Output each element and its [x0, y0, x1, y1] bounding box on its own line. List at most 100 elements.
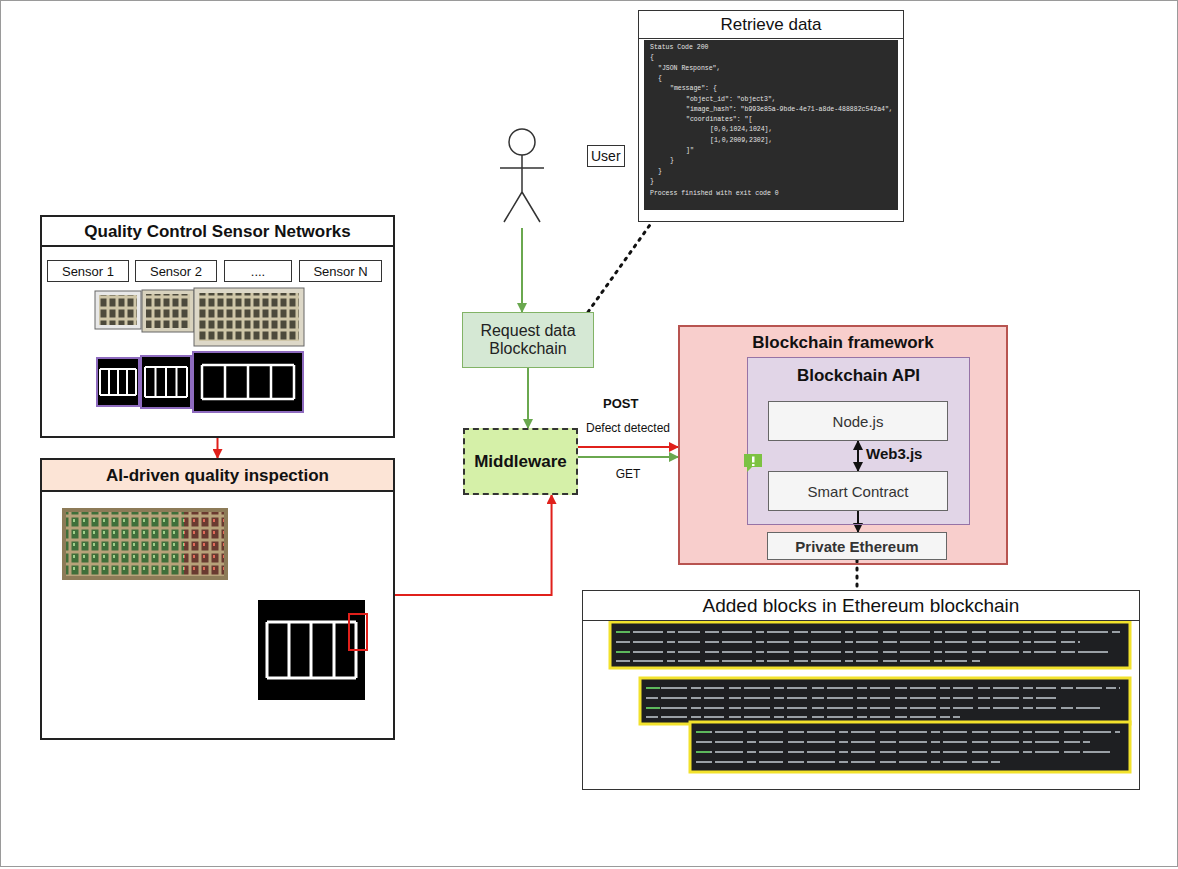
api-title: Blockchain API	[748, 358, 969, 386]
illustration-shape	[193, 352, 303, 412]
sensor-label: Sensor 2	[150, 264, 202, 279]
container-fill	[678, 325, 1008, 565]
code-panel	[644, 40, 898, 210]
illustration-shape	[616, 632, 1120, 661]
illustration-shape	[646, 688, 1120, 717]
illustration-shape	[509, 129, 535, 155]
sensor-box: Sensor 1	[47, 260, 129, 282]
ledger-box: Private Ethereum	[767, 532, 947, 560]
component-label: Smart Contract	[808, 483, 909, 500]
actor: User	[495, 128, 625, 228]
panel-box: Added blocks in Ethereum blockchain	[582, 590, 1140, 790]
code-line: ]"	[686, 147, 694, 155]
edge-label: Defect detected	[586, 421, 670, 435]
illustration-shape	[696, 732, 710, 752]
middleware-label: Middleware	[474, 452, 567, 472]
sensor-box: ....	[224, 260, 292, 282]
container-fills	[678, 325, 1008, 565]
illustration-shape	[146, 294, 190, 328]
illustration-shape	[616, 632, 630, 652]
code-line: [0,0,1024,1024],	[710, 126, 772, 134]
illustration-shape	[646, 688, 660, 708]
group-title: Quality Control Sensor Networks	[42, 217, 393, 247]
blockchain-log-screens	[610, 622, 1130, 772]
code-line: "object_id": "object3",	[686, 96, 776, 104]
code-line: }	[650, 178, 654, 186]
actor-label: User	[587, 145, 625, 167]
illustration-shape	[66, 512, 224, 576]
panel-title: Retrieve data	[639, 11, 903, 39]
stick-figure	[500, 129, 544, 222]
code-line: [1,0,2009,2302],	[710, 137, 772, 145]
code-line: "coordinates": "[	[686, 116, 752, 124]
inspection-images	[62, 508, 367, 700]
illustration-shape	[267, 622, 356, 678]
illustration-shape	[141, 356, 191, 408]
illustration-shape	[199, 293, 299, 341]
connector	[588, 222, 652, 312]
illustration-shape	[696, 732, 1120, 762]
illustration-shape	[145, 367, 187, 397]
code-line: {	[658, 75, 662, 83]
group-box: Quality Control Sensor NetworksSensor 1 S…	[40, 215, 395, 438]
ledger-label: Private Ethereum	[795, 538, 918, 555]
code-line: {	[650, 54, 654, 62]
code-line: }	[658, 168, 662, 176]
sensor-label: Sensor N	[313, 264, 367, 279]
connector	[521, 228, 523, 312]
illustration-shape	[184, 512, 224, 576]
pcb-photos	[95, 288, 304, 346]
sensor-label: Sensor 1	[62, 264, 114, 279]
framework-title: Blockchain framework	[680, 327, 1006, 353]
sensor-box: Sensor 2	[135, 260, 217, 282]
mask-images	[97, 352, 303, 412]
code-line: Status Code 200	[650, 44, 709, 52]
connector	[578, 446, 678, 448]
connector	[578, 456, 678, 458]
protocol-label: POST	[603, 396, 638, 411]
illustration-shape	[349, 614, 367, 650]
illustration-shape	[202, 365, 294, 399]
connectors	[218, 222, 859, 595]
process-box: Request data Blockchain	[462, 312, 594, 368]
container-fill	[747, 357, 970, 525]
illustration-shape	[99, 295, 137, 325]
illustration-shape	[97, 358, 139, 406]
edge-label: GET	[616, 467, 641, 481]
panel-title: Added blocks in Ethereum blockchain	[583, 591, 1139, 621]
group-title: AI-driven quality inspection	[42, 460, 393, 492]
illustration-shape	[610, 622, 1130, 668]
sensor-box: Sensor N	[299, 260, 382, 282]
middleware-box: Middleware	[463, 428, 578, 495]
api-box: Blockchain API Node.jsSmart Contract	[747, 357, 970, 525]
edge-label: Web3.js	[866, 445, 922, 462]
illustration-shape	[644, 40, 898, 210]
illustration-shape	[95, 291, 141, 329]
component-box: Node.js	[768, 401, 948, 441]
illustration-shape	[500, 155, 544, 222]
illustration-shape	[100, 369, 136, 395]
alert-icon	[742, 452, 764, 474]
code-line: "image_hash": "b993e85a-9bde-4e71-a8de-4…	[686, 106, 893, 114]
illustration-shape	[690, 722, 1130, 772]
code-line: }	[670, 157, 674, 165]
connector	[857, 441, 859, 471]
illustration-shape	[142, 290, 194, 332]
illustration-shape	[62, 508, 228, 580]
component-box: Smart Contract	[768, 471, 948, 511]
code-line: "JSON Response",	[658, 65, 720, 73]
illustration-shape	[194, 288, 304, 346]
group-box: AI-driven quality inspection	[40, 458, 395, 740]
framework-box: Blockchain frameworkBlockchain API Node.j…	[678, 325, 1008, 565]
connector	[527, 368, 529, 428]
code-line: "message": {	[670, 85, 717, 93]
component-label: Node.js	[833, 413, 884, 430]
connector	[857, 511, 859, 532]
code-line: Process finished with exit code 0	[650, 190, 779, 198]
sensor-label: ....	[251, 264, 265, 279]
process-label: Request data Blockchain	[463, 322, 593, 359]
connector	[217, 438, 219, 458]
connector	[395, 495, 552, 595]
